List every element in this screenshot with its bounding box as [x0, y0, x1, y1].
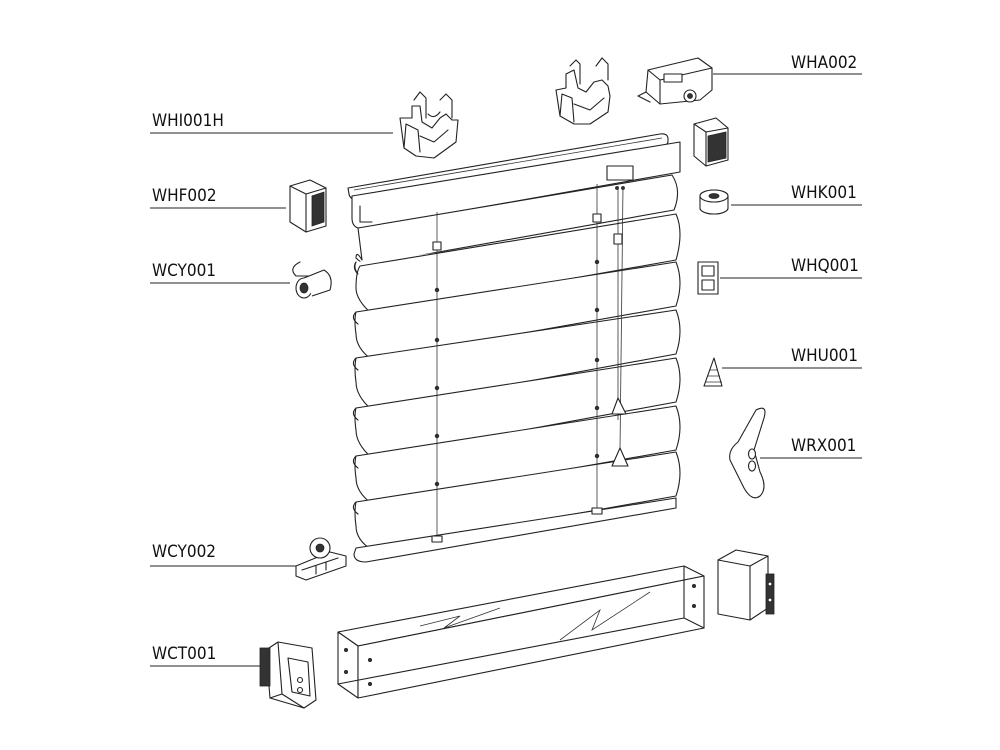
- part-wcy002: [295, 537, 347, 581]
- label-whu001: WHU001: [722, 346, 862, 369]
- slats: [352, 174, 681, 563]
- svg-text:WCY001: WCY001: [152, 261, 216, 281]
- head-rail: [347, 133, 681, 229]
- part-whi001h: [399, 91, 459, 159]
- part-valance-end-bracket: [717, 549, 775, 621]
- label-wcy002: WCY002: [150, 542, 296, 567]
- part-valance-box: [337, 565, 705, 699]
- part-whq001: [697, 261, 719, 295]
- svg-text:WCT001: WCT001: [152, 644, 216, 664]
- svg-text:WCY002: WCY002: [152, 542, 216, 562]
- blind-assembly: [347, 133, 681, 563]
- svg-text:WRX001: WRX001: [791, 436, 856, 456]
- svg-text:WHK001: WHK001: [791, 183, 857, 203]
- part-whk001: [699, 189, 729, 215]
- svg-text:WHU001: WHU001: [791, 346, 858, 366]
- ladder-cords: [431, 165, 634, 543]
- cord-tassels: [611, 397, 629, 467]
- label-whq001: WHQ001: [720, 256, 862, 279]
- part-whu001: [703, 357, 723, 387]
- part-whf002: [289, 179, 327, 233]
- label-whf002: WHF002: [150, 186, 286, 209]
- label-wcy001: WCY001: [150, 261, 290, 284]
- part-wcy001: [292, 261, 332, 299]
- label-whk001: WHK001: [731, 183, 862, 206]
- svg-text:WHI001H: WHI001H: [152, 111, 224, 131]
- label-wct001: WCT001: [150, 644, 262, 667]
- svg-text:WHA002: WHA002: [791, 53, 857, 73]
- label-whi001h: WHI001H: [150, 111, 393, 134]
- label-wrx001: WRX001: [760, 436, 862, 459]
- svg-text:WHQ001: WHQ001: [791, 256, 859, 276]
- part-clip-top-center: [555, 57, 611, 125]
- part-wct001: [259, 641, 317, 709]
- label-wha002: WHA002: [713, 53, 862, 75]
- svg-text:WHF002: WHF002: [152, 186, 217, 206]
- part-wrx001: [729, 407, 766, 499]
- part-wha002: [637, 57, 713, 105]
- part-end-cap-top: [693, 117, 729, 167]
